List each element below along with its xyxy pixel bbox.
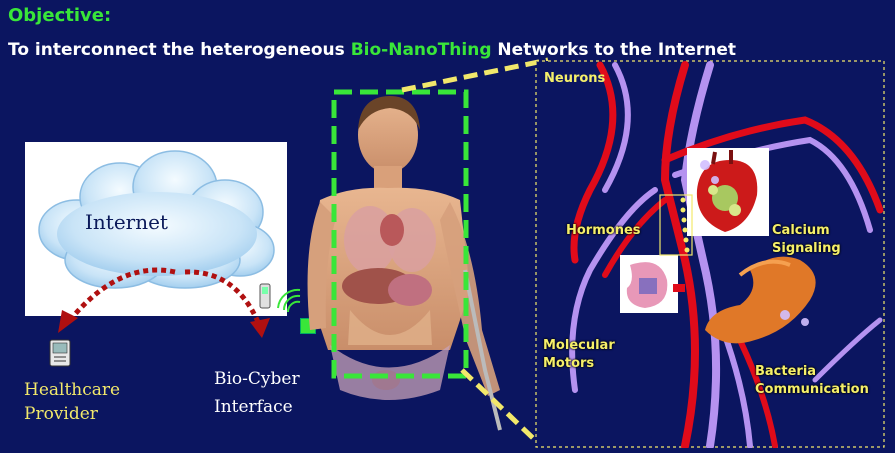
hormones-label: Hormones bbox=[566, 222, 641, 240]
bacteria-line2: Communication bbox=[755, 381, 869, 399]
motors-line2: Motors bbox=[543, 355, 615, 373]
neurons-label: Neurons bbox=[544, 70, 605, 88]
bacteria-line1: Bacteria bbox=[755, 363, 869, 381]
motors-line1: Molecular bbox=[543, 337, 615, 355]
kidney-image bbox=[620, 255, 685, 313]
heart-image bbox=[687, 148, 769, 236]
calcium-line1: Calcium bbox=[772, 222, 841, 240]
bacteria-communication-label: Bacteria Communication bbox=[755, 363, 869, 399]
molecular-motors-label: Molecular Motors bbox=[543, 337, 615, 373]
calcium-line2: Signaling bbox=[772, 240, 841, 258]
calcium-signaling-label: Calcium Signaling bbox=[772, 222, 841, 258]
